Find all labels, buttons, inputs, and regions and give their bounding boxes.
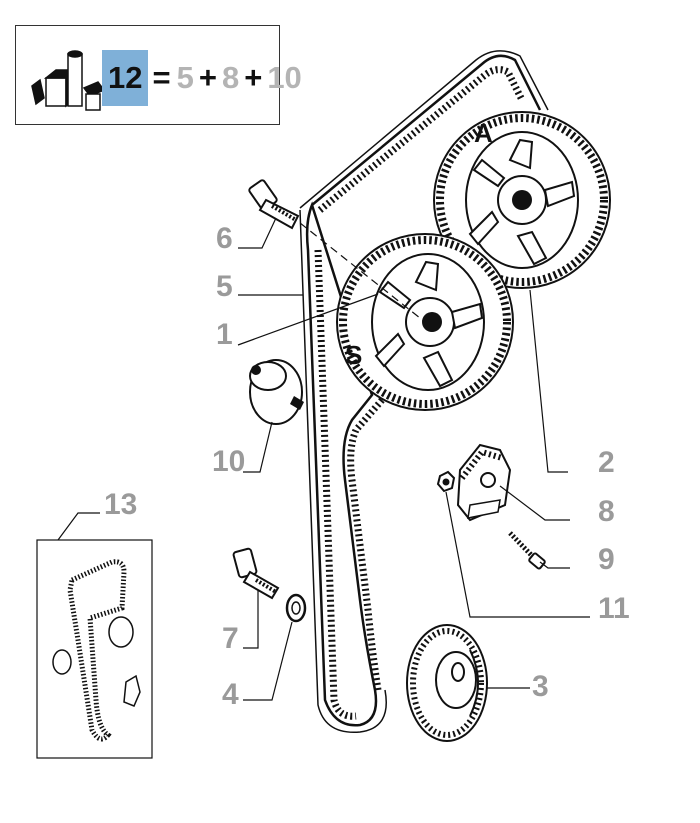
kit-composition-box: 12 = 5 + 8 + 10 [15,25,302,125]
idler-pulley [249,359,304,425]
callout-8: 8 [598,495,615,528]
tensioner-bolt [508,531,546,570]
kit-plus-2: + [244,60,263,95]
callout-2: 2 [598,446,615,479]
callout-1: 1 [216,318,233,351]
callout-7: 7 [222,622,239,655]
callout-10: 10 [212,445,246,478]
kit-main-number: 12 [102,50,149,106]
crankshaft-pulley [406,624,488,742]
kit-part-2: 8 [221,60,240,95]
hex-nut [436,470,456,493]
gear-letter-a: A [474,118,493,148]
idler-bolt [232,547,280,600]
callout-13: 13 [104,488,138,521]
pulley-bolt [248,179,300,230]
belt-kit-inset [36,539,153,759]
gear-letter-s: S [345,340,363,370]
kit-part-1: 5 [176,60,194,95]
kit-formula: 12 = 5 + 8 + 10 [102,50,302,106]
callout-11: 11 [598,592,630,625]
kit-part-3: 10 [267,60,302,95]
kit-plus-1: + [198,60,217,95]
kit-equals-sign: = [152,60,171,95]
callout-9: 9 [598,543,615,576]
bolt-axis-line [289,214,426,323]
washer [285,593,307,623]
callout-5: 5 [216,270,233,303]
callout-6: 6 [216,222,233,255]
kit-parts-icon [31,50,106,111]
camshaft-pulley-a [433,111,611,289]
leader-lines [57,217,590,701]
callout-3: 3 [532,670,549,703]
callout-4: 4 [222,678,239,711]
belt-tensioner [456,443,512,522]
